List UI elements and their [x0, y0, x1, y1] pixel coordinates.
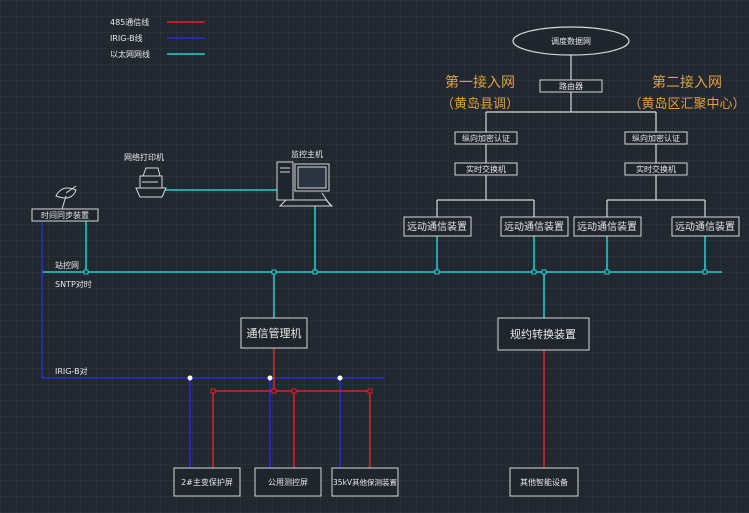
host-label: 监控主机: [291, 149, 323, 159]
telecontrol-device-box: [403, 216, 472, 237]
second-access-title: 第二接入网: [652, 74, 722, 91]
comm-manager-label: 通信管理机: [247, 326, 302, 340]
rs485-junctions: [210, 388, 373, 394]
telecontrol-device-label: 远动通信装置: [407, 220, 467, 233]
printer-label: 网络打印机: [124, 152, 164, 162]
legend-ethernet-label: 以太网网线: [110, 49, 150, 59]
legend-485-label: 485通信线: [110, 17, 149, 27]
protocol-converter-label: 规约转换装置: [510, 327, 576, 341]
rs485-wiring: [212, 348, 545, 468]
station-net-label: 站控网: [55, 260, 79, 270]
bus-junctions: [83, 269, 708, 275]
dispatch-network-ellipse: [512, 26, 630, 56]
printer-icon: [135, 167, 167, 198]
telecontrol-device-box: [500, 216, 569, 237]
dispatch-wiring: [436, 55, 706, 217]
satellite-dish-icon: [55, 185, 77, 210]
switch-label: 实时交换机: [636, 164, 676, 174]
telecontrol-device-box: [671, 216, 740, 237]
telecontrol-device-label: 远动通信装置: [577, 220, 637, 233]
comm-manager-box: [240, 317, 308, 349]
auth-device-box: [454, 131, 518, 145]
switch-label: 实时交换机: [466, 164, 506, 174]
ethernet-wiring: [42, 189, 722, 318]
auth-device-label: 纵向加密认证: [462, 133, 510, 143]
other-devices-box: [509, 467, 579, 497]
irigb-wiring: [41, 221, 385, 468]
router-box: [539, 79, 603, 93]
legend: 485通信线 IRIG-B线 以太网网线: [110, 17, 205, 59]
telecontrol-device-box: [573, 216, 642, 237]
second-access-sub: （黄岛区汇聚中心）: [628, 96, 745, 112]
first-access-title: 第一接入网: [445, 74, 515, 91]
telecontrol-device-label: 远动通信装置: [675, 220, 735, 233]
dispatch-network-label: 调度数据网: [551, 36, 591, 46]
router-label: 路由器: [559, 81, 583, 91]
switch-box: [454, 162, 518, 176]
bottom-device-box: [331, 467, 399, 497]
bottom-device-box: [173, 467, 241, 497]
telecontrol-device-label: 远动通信装置: [504, 220, 564, 233]
computer-icon: [276, 161, 334, 207]
bottom-device-label: 公用测控屏: [268, 477, 308, 487]
bottom-device-box: [254, 467, 322, 497]
switch-box: [624, 162, 688, 176]
bottom-device-label: 35kV其他保测装置: [333, 477, 398, 487]
legend-irigb-label: IRIG-B线: [110, 33, 143, 43]
time-sync-label: 时间同步装置: [41, 210, 89, 220]
telecontrol-bus-links: [436, 236, 706, 272]
irigb-junctions: [187, 375, 343, 381]
other-devices-label: 其他智能设备: [520, 477, 568, 487]
first-access-sub: （黄岛县调）: [441, 96, 519, 112]
protocol-converter-box: [497, 317, 590, 351]
time-sync-box: [31, 208, 99, 222]
irig-label: IRIG-B对: [55, 366, 88, 376]
auth-device-box: [624, 131, 688, 145]
sntp-label: SNTP对时: [55, 279, 92, 289]
auth-device-label: 纵向加密认证: [632, 133, 680, 143]
bottom-device-label: 2#主变保护屏: [181, 477, 233, 487]
